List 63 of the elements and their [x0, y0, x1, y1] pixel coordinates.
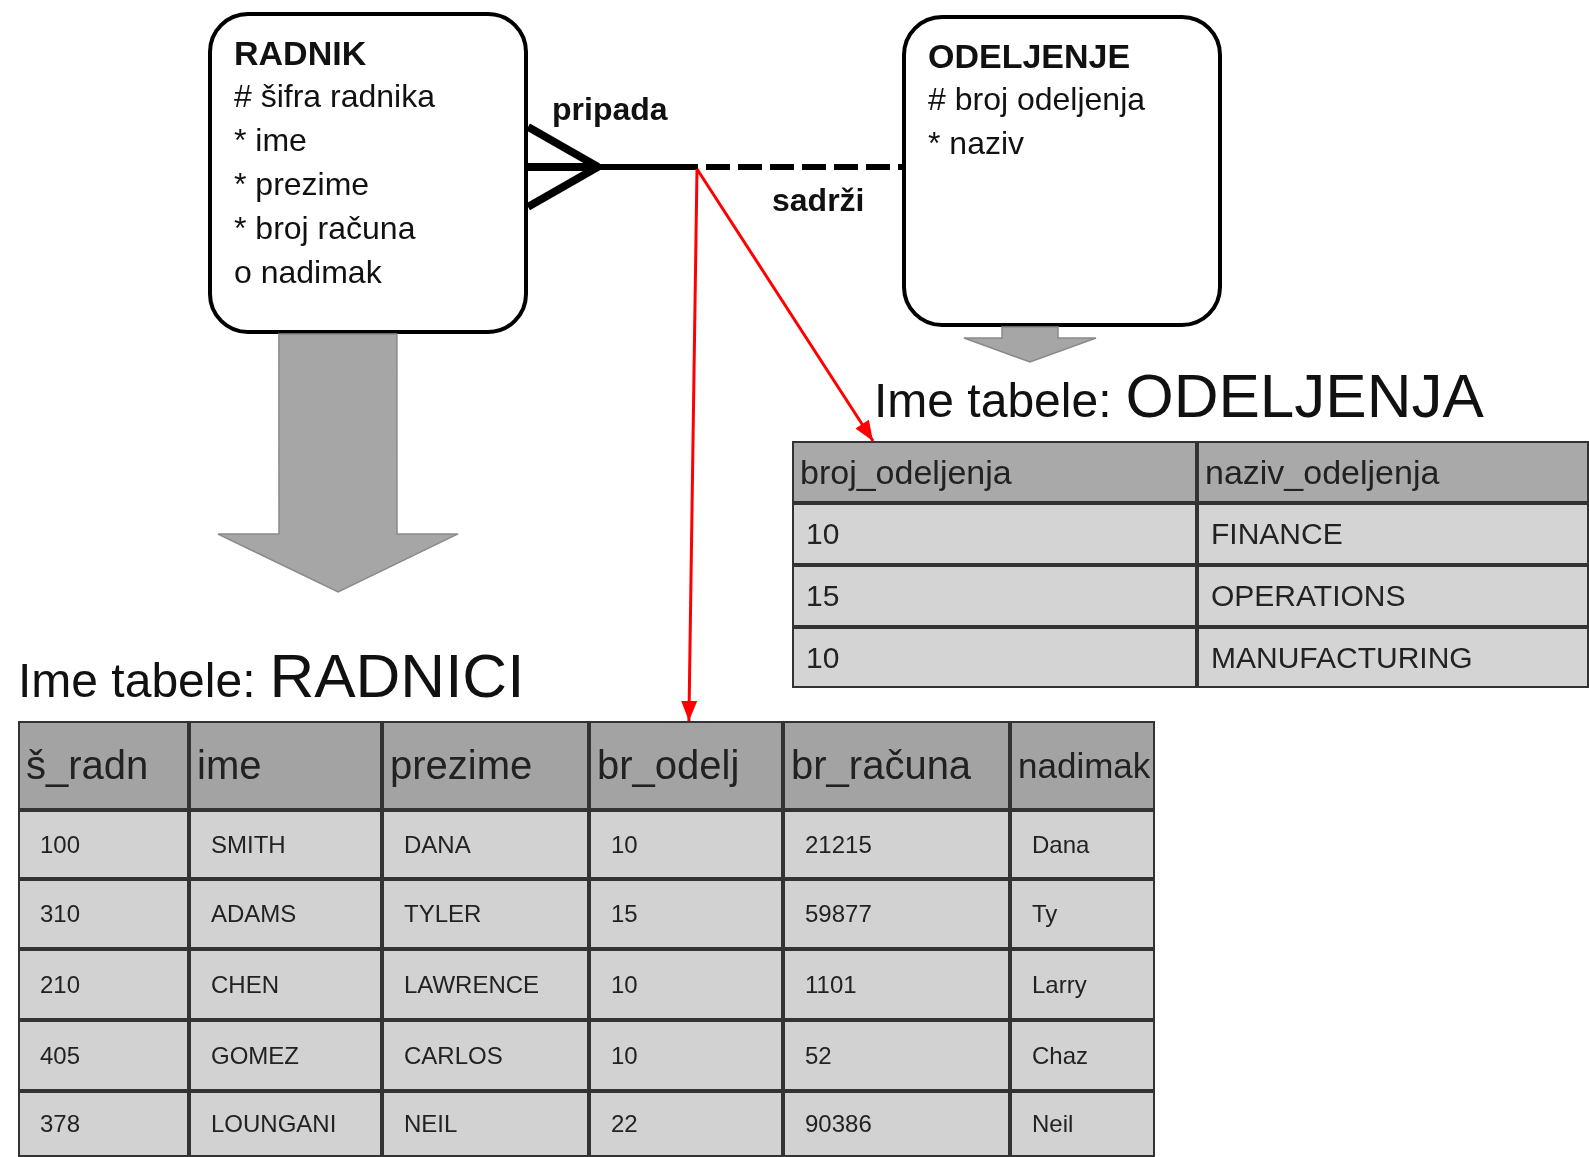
- table-cell: 22: [589, 1091, 783, 1157]
- table-cell: NEIL: [382, 1091, 589, 1157]
- table-title-prefix: Ime tabele:: [18, 653, 256, 708]
- table-cell: CHEN: [189, 949, 382, 1020]
- attribute-text: o nadimak: [234, 253, 383, 292]
- table-cell: OPERATIONS: [1197, 565, 1589, 627]
- table-header-cell: br_odelj: [589, 721, 783, 810]
- table-title-prefix: Ime tabele:: [874, 373, 1112, 428]
- table-cell: 15: [589, 879, 783, 949]
- table-cell: LOUNGANI: [189, 1091, 382, 1157]
- table-header-cell: nadimak: [1010, 721, 1155, 810]
- table-cell: Ty: [1010, 879, 1155, 949]
- table-cell: 15: [792, 565, 1197, 627]
- table-cell: LAWRENCE: [382, 949, 589, 1020]
- table-cell: 378: [18, 1091, 189, 1157]
- table-cell: 210: [18, 949, 189, 1020]
- table-cell: 1101: [783, 949, 1010, 1020]
- table-cell: 310: [18, 879, 189, 949]
- table-cell: MANUFACTURING: [1197, 627, 1589, 688]
- table-cell: 52: [783, 1020, 1010, 1091]
- table-header-cell: prezime: [382, 721, 589, 810]
- table-cell: CARLOS: [382, 1020, 589, 1091]
- table-cell: 90386: [783, 1091, 1010, 1157]
- table-cell: FINANCE: [1197, 503, 1589, 565]
- attribute-text: # broj odeljenja: [928, 80, 1147, 119]
- table-header-cell: broj_odeljenja: [792, 441, 1197, 503]
- block-arrow: [963, 326, 1097, 363]
- entity-box: [208, 12, 528, 334]
- table-cell: DANA: [382, 810, 589, 879]
- table-cell: 405: [18, 1020, 189, 1091]
- table-cell: 59877: [783, 879, 1010, 949]
- table-cell: ADAMS: [189, 879, 382, 949]
- entity-name: ODELJENJE: [928, 36, 1132, 77]
- entity-name: RADNIK: [234, 33, 368, 74]
- table-cell: 10: [589, 949, 783, 1020]
- table-cell: GOMEZ: [189, 1020, 382, 1091]
- table-cell: Chaz: [1010, 1020, 1155, 1091]
- table-cell: Dana: [1010, 810, 1155, 879]
- table-cell: 10: [589, 810, 783, 879]
- table-cell: 100: [18, 810, 189, 879]
- attribute-text: # šifra radnika: [234, 77, 436, 116]
- attribute-text: * ime: [234, 121, 308, 160]
- table-cell: SMITH: [189, 810, 382, 879]
- table-name: RADNICI: [269, 640, 525, 711]
- table-header-cell: š_radn: [18, 721, 189, 810]
- table-cell: Larry: [1010, 949, 1155, 1020]
- table-cell: 10: [589, 1020, 783, 1091]
- attribute-text: * prezime: [234, 165, 371, 204]
- table-cell: 10: [792, 503, 1197, 565]
- table-header-cell: br_računa: [783, 721, 1010, 810]
- table-cell: TYLER: [382, 879, 589, 949]
- arrow: [681, 168, 699, 722]
- table-cell: 10: [792, 627, 1197, 688]
- attribute-text: * broj računa: [234, 209, 417, 248]
- block-arrow: [217, 333, 459, 593]
- arrow: [695, 168, 875, 442]
- table-name: ODELJENJA: [1125, 360, 1484, 431]
- table-cell: 21215: [783, 810, 1010, 879]
- table-cell: Neil: [1010, 1091, 1155, 1157]
- table-header-cell: naziv_odeljenja: [1197, 441, 1589, 503]
- attribute-text: * naziv: [928, 124, 1026, 163]
- table-header-cell: ime: [189, 721, 382, 810]
- entity-box: [902, 15, 1222, 327]
